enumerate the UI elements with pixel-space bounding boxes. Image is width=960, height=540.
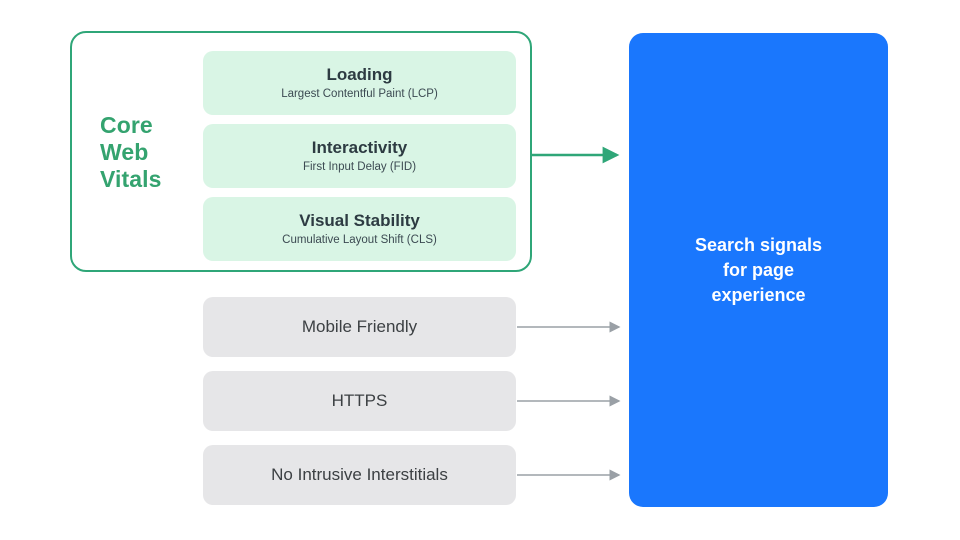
search-signals-panel-label: Search signals for page experience [694,234,823,305]
core-web-vitals-group-label: Core Web Vitals [100,112,162,192]
metric-card-visual-stability[interactable]: Visual Stability Cumulative Layout Shift… [203,197,516,261]
metric-card-interactivity-subtitle: First Input Delay (FID) [302,161,417,173]
signal-box-no-intrusive-interstitials-label: No Intrusive Interstitials [271,465,448,484]
signal-box-https[interactable]: HTTPS [203,371,516,431]
signal-box-mobile-friendly-label: Mobile Friendly [301,317,418,336]
signal-box-mobile-friendly[interactable]: Mobile Friendly [203,297,516,357]
metric-card-visual-stability-title: Visual Stability [299,211,420,230]
metric-card-visual-stability-subtitle: Cumulative Layout Shift (CLS) [282,234,437,246]
signal-box-https-label: HTTPS [331,391,388,410]
core-web-vitals-group [70,31,532,272]
search-signals-panel[interactable]: Search signals for page experience [629,33,888,507]
signal-box-no-intrusive-interstitials[interactable]: No Intrusive Interstitials [203,445,516,505]
metric-card-loading-title: Loading [326,65,393,84]
metric-card-loading-subtitle: Largest Contentful Paint (LCP) [281,88,438,100]
metric-card-loading[interactable]: Loading Largest Contentful Paint (LCP) [203,51,516,115]
metric-card-interactivity[interactable]: Interactivity First Input Delay (FID) [203,124,516,188]
metric-card-interactivity-title: Interactivity [311,138,408,157]
